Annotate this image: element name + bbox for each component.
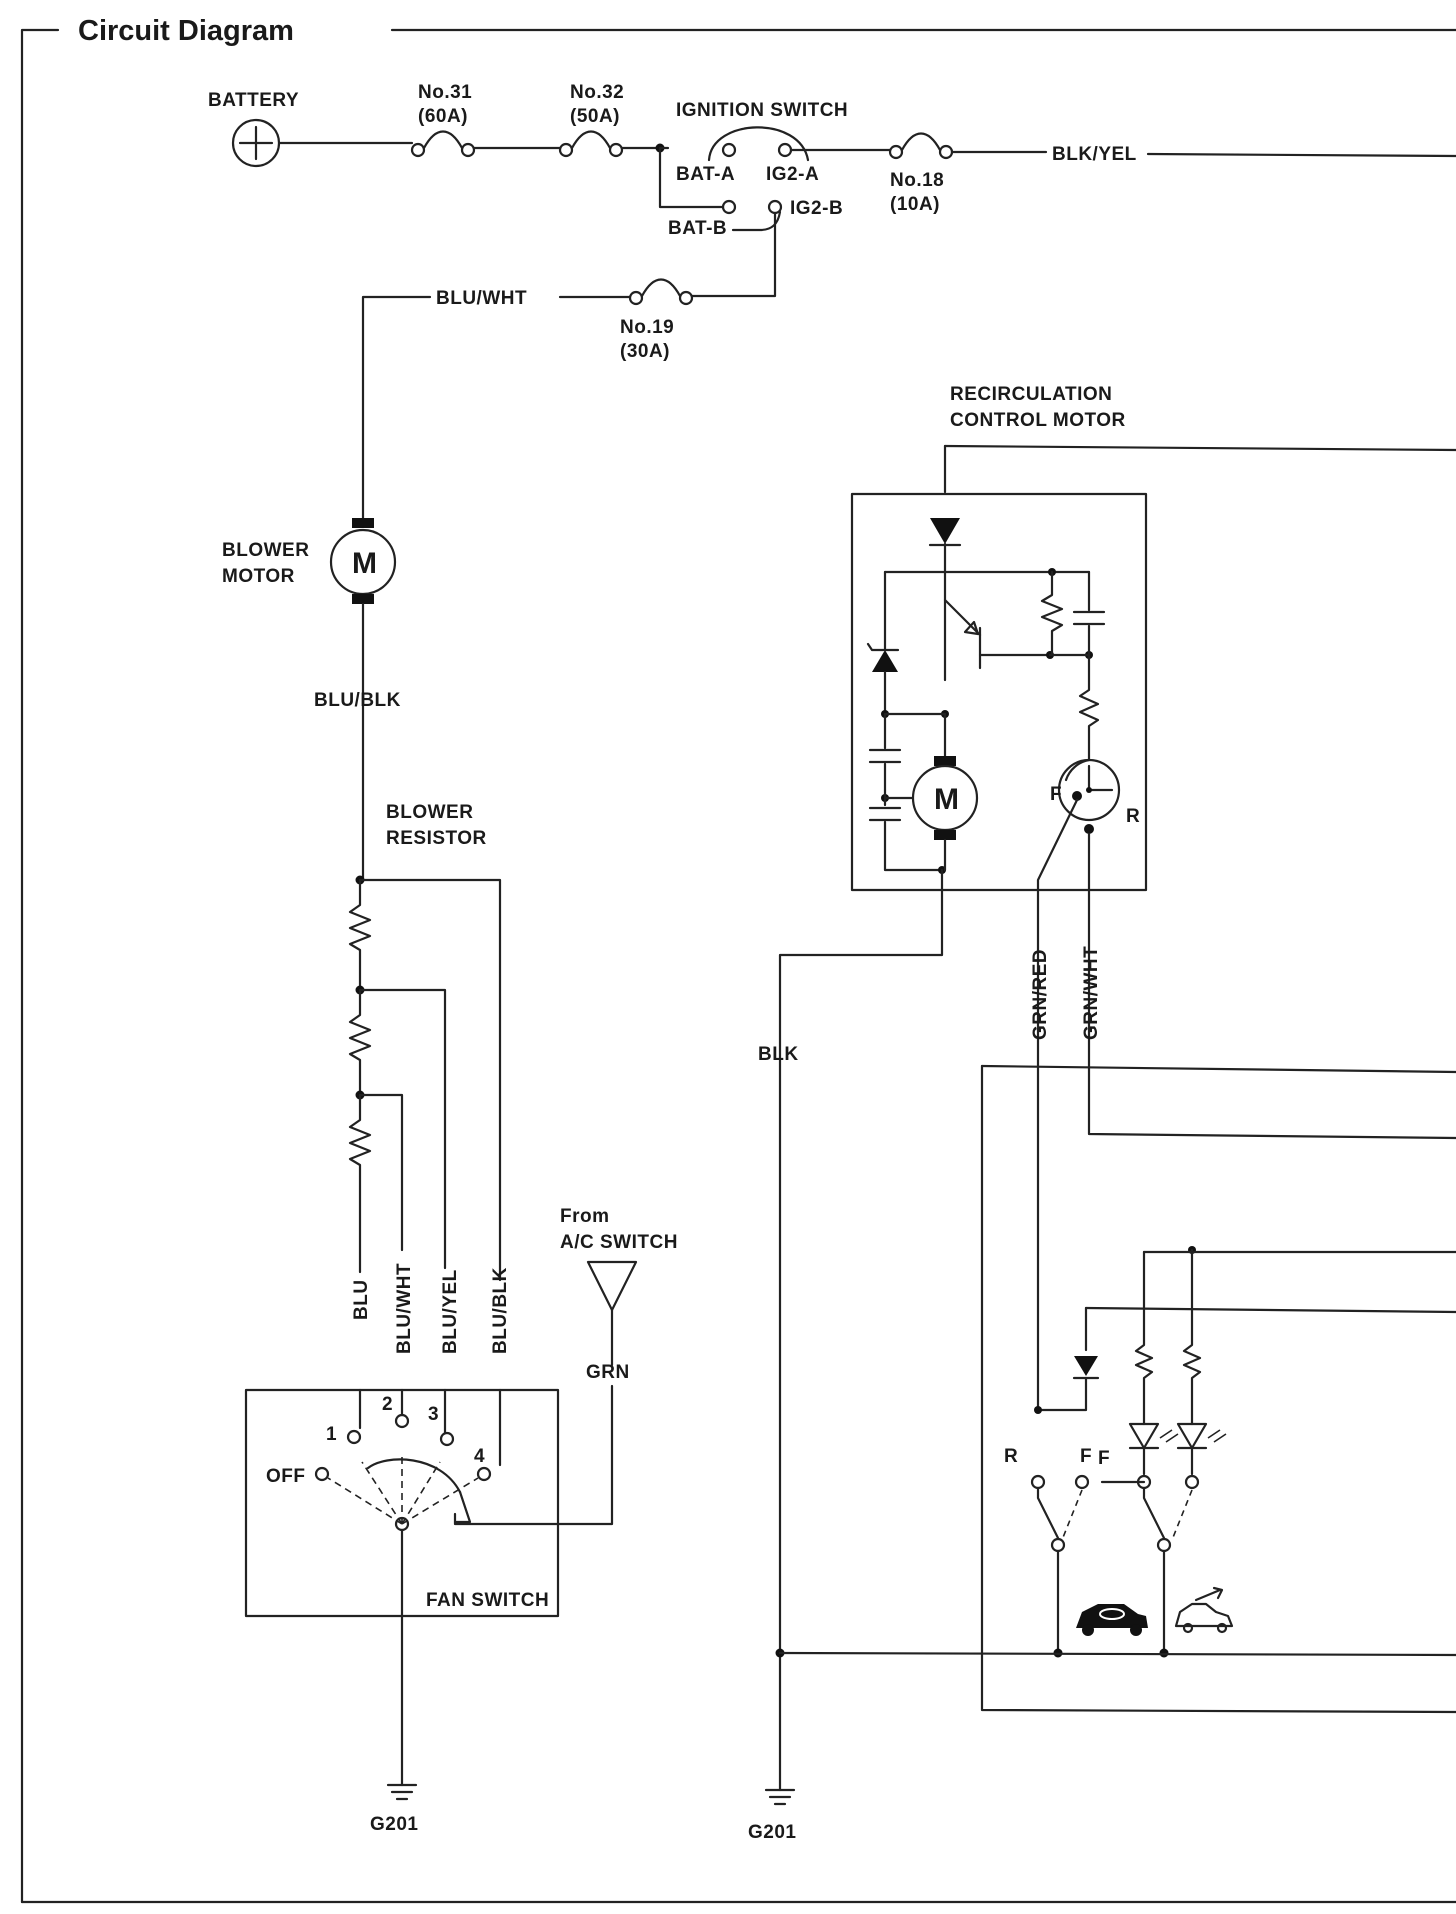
from-ac-label-2: A/C SWITCH	[560, 1232, 678, 1253]
fuse-18-symbol	[888, 132, 954, 160]
switch-f-label: F	[1080, 1446, 1092, 1467]
from-ac-label-1: From	[560, 1206, 610, 1227]
recirculate-car-icon	[1076, 1604, 1148, 1636]
terminal-f-label: F	[1050, 784, 1062, 805]
ground-left-symbol	[386, 1783, 418, 1801]
wire-blu-yel-label: BLU/YEL	[440, 1269, 461, 1354]
blower-motor-symbol	[329, 518, 397, 604]
blower-resistor-label-1: BLOWER	[386, 802, 473, 823]
fuse-32-number: No.32	[570, 82, 624, 103]
wire-blu-label: BLU	[351, 1279, 372, 1320]
ground-left-label: G201	[370, 1814, 418, 1835]
fan-position-4: 4	[474, 1446, 485, 1467]
recirc-motor-label-1: RECIRCULATION	[950, 384, 1112, 405]
wire-blu-wht-label: BLU/WHT	[394, 1263, 415, 1354]
grn-wire-label: GRN	[586, 1362, 630, 1383]
ig2-b-label: IG2-B	[790, 198, 843, 219]
fuse-19-rating: (30A)	[620, 341, 670, 362]
blower-resistor-network	[348, 875, 502, 1282]
ignition-switch-label: IGNITION SWITCH	[676, 100, 848, 121]
recirc-motor-m: M	[934, 783, 959, 816]
fuse-19-number: No.19	[620, 317, 674, 338]
fuse-31-rating: (60A)	[418, 106, 468, 127]
fuse-18-rating: (10A)	[890, 194, 940, 215]
fuse-32-symbol	[558, 130, 624, 158]
fuse-32-rating: (50A)	[570, 106, 620, 127]
fan-position-off: OFF	[266, 1466, 306, 1487]
ground-right-label: G201	[748, 1822, 796, 1843]
recirc-motor-label-2: CONTROL MOTOR	[950, 410, 1126, 431]
ig2-a-label: IG2-A	[766, 164, 819, 185]
fuse-19-symbol	[628, 278, 694, 306]
switch-f-label-2: F	[1098, 1448, 1110, 1469]
blower-resistor-label-2: RESISTOR	[386, 828, 487, 849]
terminal-r-label: R	[1126, 806, 1140, 827]
blk-yel-wire-label: BLK/YEL	[1052, 144, 1137, 165]
blower-motor-label-1: BLOWER	[222, 540, 309, 561]
fuse-31-symbol	[410, 130, 476, 158]
fan-position-3: 3	[428, 1404, 439, 1425]
grn-wht-wire-label: GRN/WHT	[1081, 946, 1102, 1040]
blu-wht-feed-label: BLU/WHT	[436, 288, 527, 309]
blower-motor-m: M	[352, 547, 377, 580]
wire-blu-blk-label: BLU/BLK	[490, 1267, 511, 1354]
battery-label: BATTERY	[208, 90, 299, 111]
fan-switch-contacts	[314, 1388, 502, 1532]
recirc-motor-circuit	[866, 518, 1121, 874]
ground-right-symbol	[764, 1788, 796, 1806]
grn-red-wire-label: GRN/RED	[1030, 949, 1051, 1040]
fan-position-2: 2	[382, 1394, 393, 1415]
diagram-title: Circuit Diagram	[78, 15, 294, 47]
diagram-frame	[20, 28, 1456, 1904]
recirc-motor-box	[850, 492, 1148, 892]
fuse-31-number: No.31	[418, 82, 472, 103]
switch-r-label: R	[1004, 1446, 1018, 1467]
bat-a-label: BAT-A	[676, 164, 735, 185]
fan-position-1: 1	[326, 1424, 337, 1445]
blu-blk-main-label: BLU/BLK	[314, 690, 401, 711]
fuse-18-number: No.18	[890, 170, 944, 191]
battery-symbol	[231, 118, 281, 168]
ac-switch-connector-icon	[586, 1260, 638, 1312]
fresh-air-car-icon	[1174, 1586, 1234, 1634]
blower-motor-label-2: MOTOR	[222, 566, 295, 587]
bat-b-label: BAT-B	[668, 218, 727, 239]
control-switch-network	[778, 1246, 1456, 1658]
fan-switch-label: FAN SWITCH	[426, 1590, 549, 1611]
blk-wire-label: BLK	[758, 1044, 799, 1065]
